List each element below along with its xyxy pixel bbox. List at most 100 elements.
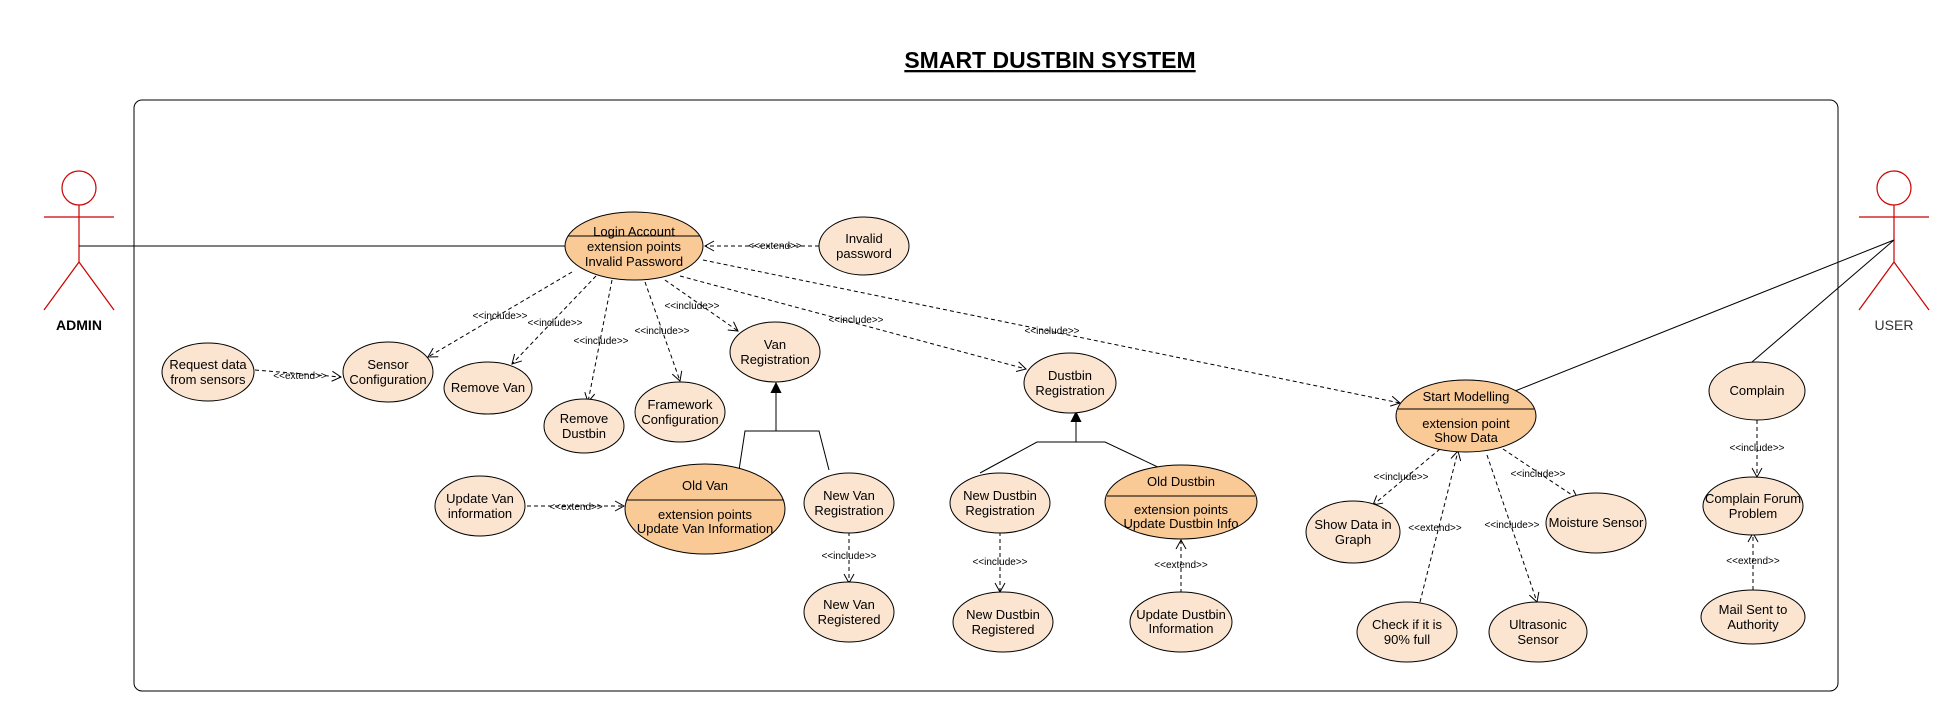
relationship-labels: <<extend>> <<include>> <<include>> <<inc…: [273, 241, 1784, 571]
svg-text:Old Van: Old Van: [682, 478, 728, 493]
svg-text:Problem: Problem: [1729, 506, 1777, 521]
request-data-use-case[interactable]: Request data from sensors: [161, 342, 255, 402]
svg-text:Registered: Registered: [818, 612, 881, 627]
svg-text:Complain Forum: Complain Forum: [1705, 491, 1801, 506]
svg-text:Show Data in: Show Data in: [1314, 517, 1391, 532]
include-label-complain-forum: <<include>>: [1729, 443, 1784, 454]
complain-forum-use-case[interactable]: Complain Forum Problem: [1702, 476, 1804, 536]
extend-label-mail-sent: <<extend>>: [1726, 556, 1780, 567]
svg-text:Registered: Registered: [972, 622, 1035, 637]
login-title: Login Account: [593, 224, 675, 239]
svg-text:Registration: Registration: [965, 503, 1034, 518]
svg-text:New Dustbin: New Dustbin: [966, 607, 1040, 622]
include-label-dustbin-registration: <<include>>: [828, 315, 883, 326]
include-label-ultrasonic: <<include>>: [1484, 520, 1539, 531]
ultrasonic-sensor-use-case[interactable]: Ultrasonic Sensor: [1488, 601, 1588, 663]
svg-text:password: password: [836, 246, 892, 261]
svg-text:Remove Van: Remove Van: [451, 380, 525, 395]
include-label-sensor-config: <<include>>: [472, 311, 527, 322]
update-dustbin-information-use-case[interactable]: Update Dustbin Information: [1129, 591, 1233, 653]
show-data-in-graph-use-case[interactable]: Show Data in Graph: [1305, 500, 1401, 564]
new-van-registration-use-case[interactable]: New Van Registration: [803, 472, 895, 534]
extend-label-update-van: <<extend>>: [549, 502, 603, 513]
extend-label-update-dustbin: <<extend>>: [1154, 560, 1208, 571]
user-label: USER: [1875, 317, 1914, 333]
svg-text:Registration: Registration: [1035, 383, 1104, 398]
svg-text:Moisture Sensor: Moisture Sensor: [1549, 515, 1644, 530]
start-modelling-use-case[interactable]: Start Modelling extension point Show Dat…: [1395, 379, 1537, 453]
include-label-remove-dustbin: <<include>>: [573, 336, 628, 347]
new-dustbin-registration-use-case[interactable]: New Dustbin Registration: [949, 472, 1051, 534]
van-registration-use-case[interactable]: Van Registration: [729, 321, 821, 383]
old-dustbin-use-case[interactable]: Old Dustbin extension points Update Dust…: [1104, 464, 1258, 540]
svg-text:Configuration: Configuration: [349, 372, 426, 387]
new-dustbin-registered-use-case[interactable]: New Dustbin Registered: [952, 591, 1054, 653]
complain-use-case[interactable]: Complain: [1708, 361, 1806, 421]
svg-text:Complain: Complain: [1730, 383, 1785, 398]
svg-text:extension points: extension points: [658, 507, 752, 522]
svg-text:Check if it is: Check if it is: [1372, 617, 1443, 632]
update-van-information-use-case[interactable]: Update Van information: [434, 475, 526, 537]
svg-text:New Van: New Van: [823, 597, 875, 612]
include-label-start-modelling: <<include>>: [1024, 326, 1079, 337]
svg-text:Remove: Remove: [560, 411, 608, 426]
user-complain-association: [1751, 239, 1895, 363]
moisture-sensor-use-case[interactable]: Moisture Sensor: [1545, 492, 1647, 554]
svg-text:Update Van Information: Update Van Information: [637, 521, 773, 536]
sensor-configuration-use-case[interactable]: Sensor Configuration: [342, 341, 434, 403]
include-label-van-registration: <<include>>: [664, 301, 719, 312]
svg-text:Show Data: Show Data: [1434, 430, 1498, 445]
mail-sent-use-case[interactable]: Mail Sent to Authority: [1700, 589, 1806, 645]
svg-text:Authority: Authority: [1727, 617, 1779, 632]
extend-label-request-data: <<extend>>: [273, 371, 327, 382]
include-label-framework-config: <<include>>: [634, 326, 689, 337]
admin-label: ADMIN: [56, 317, 102, 333]
include-label-new-dustbin-registered: <<include>>: [972, 557, 1027, 568]
svg-text:Registration: Registration: [740, 352, 809, 367]
svg-text:Dustbin: Dustbin: [1048, 368, 1092, 383]
svg-text:Old Dustbin: Old Dustbin: [1147, 474, 1215, 489]
svg-text:New Van: New Van: [823, 488, 875, 503]
check-90-full-use-case[interactable]: Check if it is 90% full: [1356, 601, 1458, 663]
remove-van-use-case[interactable]: Remove Van: [443, 361, 533, 415]
svg-text:Update Van: Update Van: [446, 491, 514, 506]
svg-text:Framework: Framework: [647, 397, 713, 412]
svg-text:Mail Sent to: Mail Sent to: [1719, 602, 1788, 617]
old-van-use-case[interactable]: Old Van extension points Update Van Info…: [624, 463, 786, 555]
new-van-registered-use-case[interactable]: New Van Registered: [803, 581, 895, 643]
login-extension-heading: extension points: [587, 239, 681, 254]
svg-text:Ultrasonic: Ultrasonic: [1509, 617, 1567, 632]
include-label-show-data-graph: <<include>>: [1373, 472, 1428, 483]
remove-dustbin-use-case[interactable]: Remove Dustbin: [543, 398, 625, 454]
framework-configuration-use-case[interactable]: Framework Configuration: [634, 381, 726, 443]
svg-text:Graph: Graph: [1335, 532, 1371, 547]
system-boundary: [133, 99, 1839, 692]
svg-text:information: information: [448, 506, 512, 521]
extend-label-check-90: <<extend>>: [1408, 523, 1462, 534]
svg-text:from sensors: from sensors: [170, 372, 246, 387]
svg-text:extension points: extension points: [1134, 502, 1228, 517]
diagram-title: SMART DUSTBIN SYSTEM: [904, 47, 1195, 73]
dustbin-registration-use-case[interactable]: Dustbin Registration: [1023, 352, 1117, 414]
user-actor[interactable]: [1858, 170, 1930, 311]
svg-text:Registration: Registration: [814, 503, 883, 518]
svg-text:New Dustbin: New Dustbin: [963, 488, 1037, 503]
relationship-lines: [254, 240, 1763, 603]
include-label-new-van-registered: <<include>>: [821, 551, 876, 562]
invalid-password-use-case[interactable]: Invalid password: [818, 216, 910, 276]
login-account-use-case[interactable]: Login Account extension points Invalid P…: [564, 211, 704, 281]
svg-text:Dustbin: Dustbin: [562, 426, 606, 441]
login-extension-point: Invalid Password: [585, 254, 683, 269]
include-label-moisture: <<include>>: [1510, 469, 1565, 480]
admin-actor[interactable]: [43, 170, 115, 311]
svg-text:Request data: Request data: [169, 357, 247, 372]
svg-text:Sensor: Sensor: [1517, 632, 1559, 647]
svg-text:Sensor: Sensor: [367, 357, 409, 372]
svg-text:Update Dustbin Info: Update Dustbin Info: [1124, 516, 1239, 531]
svg-text:Update Dustbin: Update Dustbin: [1136, 607, 1226, 622]
user-start-modelling-association: [1514, 239, 1895, 392]
svg-text:Start Modelling: Start Modelling: [1423, 389, 1510, 404]
svg-text:90% full: 90% full: [1384, 632, 1430, 647]
svg-text:Configuration: Configuration: [641, 412, 718, 427]
